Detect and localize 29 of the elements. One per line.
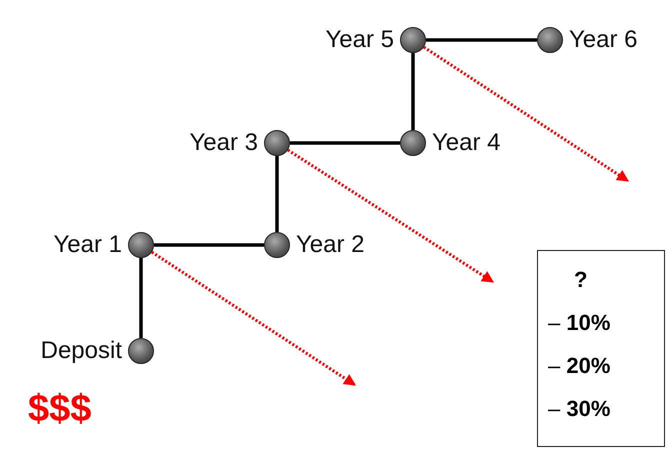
node-circle xyxy=(400,27,426,53)
year-label: Year 4 xyxy=(432,131,501,155)
money-label: $$$ xyxy=(28,390,92,428)
percentage-text: – 30% xyxy=(547,396,612,423)
percentage-text: – 20% xyxy=(547,353,612,380)
percentage-box xyxy=(537,250,665,447)
dotted-arrow xyxy=(287,148,494,284)
year-label: Year 5 xyxy=(325,28,394,52)
percentage-text: – 10% xyxy=(547,310,612,337)
year-label: Deposit xyxy=(40,339,122,363)
dotted-arrow xyxy=(151,250,356,386)
connector-line xyxy=(411,53,415,130)
year-label: Year 3 xyxy=(189,131,258,155)
question-mark: ? xyxy=(573,267,588,294)
node-circle xyxy=(400,130,426,156)
year-label: Year 6 xyxy=(569,28,638,52)
connector-line xyxy=(139,258,143,338)
year-label: Year 2 xyxy=(296,233,365,257)
node-circle xyxy=(537,27,563,53)
connector-line xyxy=(275,156,279,232)
connector-line xyxy=(426,38,537,42)
node-circle xyxy=(264,130,290,156)
node-circle xyxy=(128,232,154,258)
node-circle xyxy=(128,338,154,364)
connector-line xyxy=(154,243,264,247)
connector-line xyxy=(290,141,400,145)
year-label: Year 1 xyxy=(53,233,122,257)
node-circle xyxy=(264,232,290,258)
dotted-arrow xyxy=(423,46,629,182)
